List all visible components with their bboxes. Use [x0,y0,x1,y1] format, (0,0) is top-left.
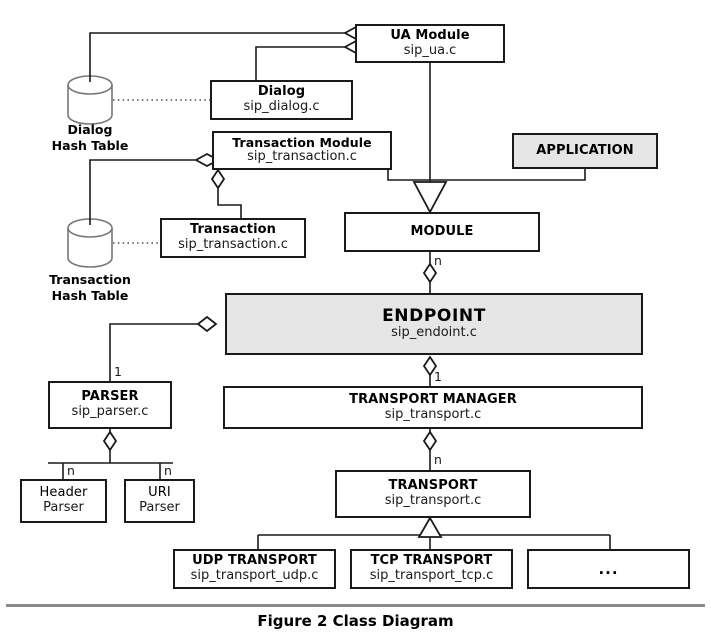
label-dialog-hash-table: Dialog Hash Table [40,122,140,153]
node-dialog[interactable]: Dialog sip_dialog.c [210,80,353,120]
wire-txmodule-module [387,169,430,181]
node-module[interactable]: MODULE [344,212,540,252]
multiplicity-endpoint-parser: 1 [114,364,122,379]
multiplicity-parser-uri: n [164,463,172,478]
node-udp-transport[interactable]: UDP TRANSPORT sip_transport_udp.c [173,549,336,589]
node-ua-module-title: UA Module [390,27,470,43]
triangle-transport-generalization [417,516,443,538]
node-tcp-transport[interactable]: TCP TRANSPORT sip_transport_tcp.c [350,549,513,589]
node-transaction-title: Transaction [189,222,277,238]
node-transaction[interactable]: Transaction sip_transaction.c [160,218,306,258]
node-application[interactable]: APPLICATION [512,133,658,169]
node-transport-title: TRANSPORT [388,478,478,494]
wire-ua-dialoghash [89,32,345,82]
node-parser-title: PARSER [81,389,139,405]
node-endpoint-title: ENDPOINT [382,306,486,327]
node-parser[interactable]: PARSER sip_parser.c [48,381,172,429]
node-more-transport[interactable]: ... [527,549,690,589]
label-dialog-hash-table-line1: Dialog [67,122,113,137]
node-transport-manager[interactable]: TRANSPORT MANAGER sip_transport.c [223,386,643,429]
node-more-transport-title: ... [598,559,619,578]
node-header-parser-title: Header [39,485,88,501]
node-transport-manager-title: TRANSPORT MANAGER [349,391,517,407]
label-dialog-hash-table-line2: Hash Table [51,137,129,153]
caption-divider [6,604,705,607]
node-tcp-transport-title: TCP TRANSPORT [370,553,493,569]
node-transaction-module-sub: sip_transaction.c [247,149,357,165]
figure-caption: Figure 2 Class Diagram [257,612,454,630]
label-transaction-hash-table-line2: Hash Table [51,287,129,303]
label-transaction-hash-table-line1: Transaction [49,272,131,287]
multiplicity-endpoint-transport-manager: 1 [434,369,442,384]
node-ua-module[interactable]: UA Module sip_ua.c [355,24,505,63]
multiplicity-parser-header: n [67,463,75,478]
diamond-txmodule-transaction [210,168,226,190]
node-transport-manager-sub: sip_transport.c [384,406,482,422]
node-parser-sub: sip_parser.c [71,404,149,419]
node-header-parser[interactable]: Header Parser [20,479,107,523]
node-ua-module-sub: sip_ua.c [403,42,457,58]
node-udp-transport-sub: sip_transport_udp.c [190,568,319,583]
node-endpoint[interactable]: ENDPOINT sip_endoint.c [225,293,643,355]
node-module-title: MODULE [410,223,474,239]
diamond-parser-children [102,430,118,452]
node-dialog-title: Dialog [257,84,306,100]
transaction-hash-table-cylinder [67,218,113,268]
label-transaction-hash-table: Transaction Hash Table [35,272,145,303]
node-transaction-module-title: Transaction Module [232,135,372,151]
triangle-module-generalization [412,181,448,214]
wire-txmodule-transaction [217,185,242,218]
node-endpoint-sub: sip_endoint.c [391,325,477,341]
node-uri-parser-sub: Parser [139,500,180,515]
node-tcp-transport-sub: sip_transport_tcp.c [369,568,494,583]
node-transaction-module[interactable]: Transaction Module sip_transaction.c [212,131,392,170]
wire-transport-children [257,521,611,549]
diamond-endpoint-parser [196,315,218,333]
node-uri-parser-title: URI [148,485,171,501]
node-transaction-sub: sip_transaction.c [178,237,288,252]
node-uri-parser[interactable]: URI Parser [124,479,195,523]
wire-ua-dialog [255,46,345,80]
wire-application-module [430,169,586,181]
multiplicity-transport-manager-transport: n [434,452,442,467]
node-dialog-sub: sip_dialog.c [243,99,320,114]
wire-txmodule-txhash [89,159,196,225]
node-header-parser-sub: Parser [43,500,84,515]
diamond-transportmgr-transport [422,430,438,452]
multiplicity-module-endpoint: n [434,253,442,268]
node-udp-transport-title: UDP TRANSPORT [192,553,317,569]
node-transport[interactable]: TRANSPORT sip_transport.c [335,470,531,518]
node-transport-sub: sip_transport.c [384,493,482,508]
dialog-hash-table-cylinder [67,75,113,125]
wire-endpoint-parser [109,323,207,381]
node-application-title: APPLICATION [536,142,634,158]
